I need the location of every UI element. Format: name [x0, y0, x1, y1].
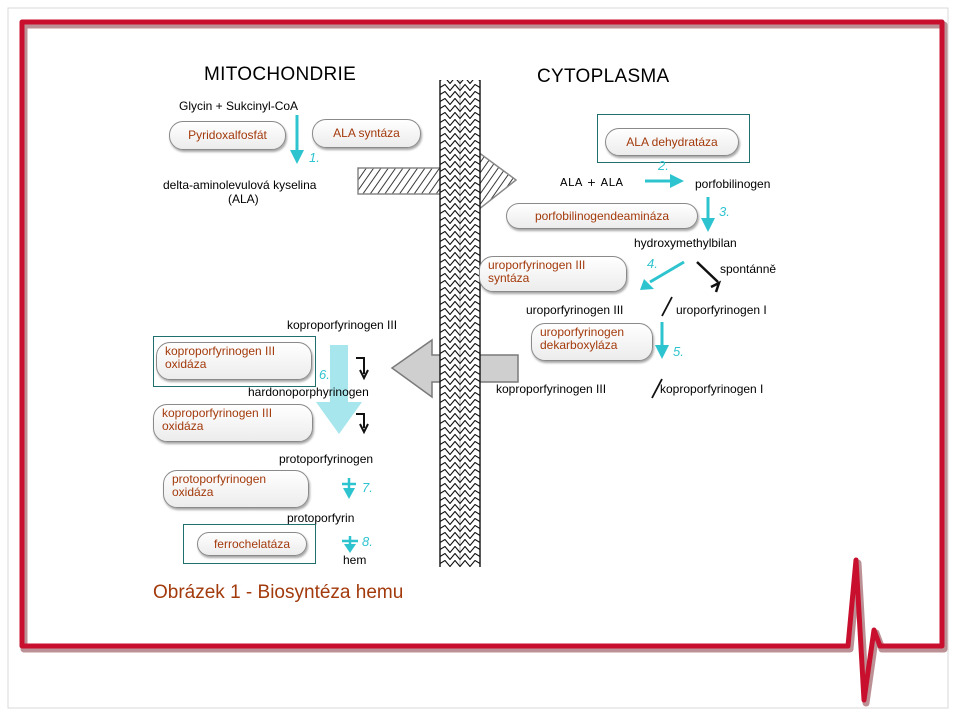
step-1-arrow	[290, 115, 304, 164]
step-5-arrow	[655, 322, 669, 359]
mitochondria-header: MITOCHONDRIE	[204, 64, 357, 85]
copro-oxidase-box	[153, 336, 316, 387]
spontaneous-label: spontánně	[720, 262, 777, 276]
ferrochelatase-box	[183, 524, 316, 564]
enzyme-copro-oxidase-a: koproporfyrinogen III oxidáza	[156, 342, 312, 380]
step-8-arrow	[342, 536, 358, 553]
step-6-minor-arrows	[356, 357, 369, 435]
cytoplasm-header: CYTOPLASMA	[537, 66, 670, 87]
enzyme-copro-oxidase-a-line2: oxidáza	[165, 357, 207, 371]
separator-uro	[661, 296, 673, 317]
step-6-arrow	[316, 345, 362, 434]
enzyme-pyridoxal: Pyridoxalfosfát	[169, 121, 286, 150]
enzyme-pbg-deaminase: porfobilinogendeamináza	[506, 203, 698, 229]
enzyme-uro3-synthase: uroporfyrinogen III syntáza	[479, 256, 627, 292]
enzyme-ala-dehydratase: ALA dehydratáza	[605, 128, 739, 156]
copro1-label: koproporfyrinogen I	[660, 382, 764, 396]
uro3-label: uroporfyrinogen III	[526, 303, 624, 317]
step-7-label: 7.	[362, 480, 373, 495]
protoporphyrin-label: protoporfyrin	[287, 511, 355, 525]
uro1-label: uroporfyrinogen I	[676, 303, 767, 317]
enzyme-uro-decarboxylase: uroporfyrinogen dekarboxyláza	[531, 323, 653, 361]
ala-abbr-label: (ALA)	[228, 192, 259, 206]
step-3-arrow	[701, 197, 715, 232]
enzyme-copro-oxidase-a-line1: koproporfyrinogen III	[165, 344, 276, 358]
step-3-label: 3.	[719, 204, 730, 219]
enzyme-uro3-synthase-line2: syntáza	[488, 271, 530, 285]
step-2-label: 2.	[658, 158, 669, 173]
enzyme-uro-decarboxylase-line1: uroporfyrinogen	[540, 325, 625, 339]
separator-copro	[651, 378, 663, 399]
step-2-arrow	[645, 174, 684, 188]
enzyme-ala-synthase: ALA syntáza	[312, 119, 421, 148]
hydroxymethylbilane-label: hydroxymethylbilan	[634, 236, 737, 250]
enzyme-uro3-synthase-line1: uroporfyrinogen III	[488, 258, 586, 272]
step-8-label: 8.	[362, 534, 373, 549]
copro3-cyto-label: koproporfyrinogen III	[496, 382, 607, 396]
step-1-label: 1.	[309, 150, 320, 165]
figure-caption: Obrázek 1 - Biosyntéza hemu	[153, 582, 404, 603]
step-5-label: 5.	[673, 344, 684, 359]
enzyme-proto-oxidase: protoporfyrinogen oxidáza	[163, 470, 309, 508]
enzyme-copro-oxidase-b: koproporfyrinogen III oxidáza	[153, 404, 313, 442]
enzyme-proto-oxidase-line2: oxidáza	[172, 485, 214, 499]
ala-dehydratase-box	[597, 114, 750, 163]
harderoporphyrinogen-label: hardonoporphyrinogen	[248, 385, 369, 399]
heme-label: hem	[343, 553, 367, 567]
step-4-label: 4.	[647, 256, 658, 271]
porphobilinogen-label: porfobilinogen	[695, 177, 771, 191]
enzyme-copro-oxidase-b-line2: oxidáza	[162, 419, 204, 433]
export-arrow	[357, 150, 518, 212]
enzyme-proto-oxidase-line1: protoporfyrinogen	[172, 472, 267, 486]
enzyme-uro-decarboxylase-line2: dekarboxyláza	[540, 338, 618, 352]
enzyme-ferrochelatase: ferrochelatáza	[197, 532, 307, 556]
enzyme-copro-oxidase-b-line1: koproporfyrinogen III	[162, 406, 273, 420]
protoporphyrinogen-label: protoporfyrinogen	[279, 452, 374, 466]
ala-label: delta-aminolevulová kyselina	[163, 178, 317, 192]
step-6-label: 6.	[319, 367, 330, 382]
step-4-arrow	[640, 260, 685, 290]
copro3-mito-label: koproporfyrinogen III	[287, 318, 398, 332]
spontaneous-arrow	[696, 261, 722, 293]
glycine-label: Glycin + Sukcinyl-CoA	[179, 99, 299, 113]
step-7-arrow	[342, 478, 356, 499]
mitochondrial-membrane	[439, 80, 481, 567]
ala-ala-label: ALA + ALA	[560, 176, 624, 189]
